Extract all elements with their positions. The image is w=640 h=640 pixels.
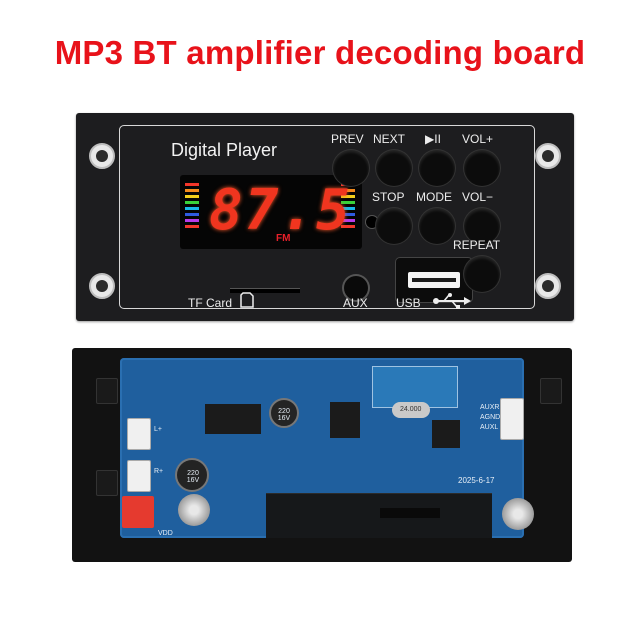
display-backing — [266, 493, 492, 538]
vol-down-label: VOL− — [462, 190, 494, 204]
date-code: 2025-6-17 — [458, 476, 495, 485]
repeat-label: REPEAT — [453, 238, 501, 252]
vol-up-label: VOL+ — [462, 132, 494, 146]
repeat-button[interactable] — [464, 256, 500, 292]
rear-clip-bottom — [96, 470, 118, 496]
right-speaker-connector[interactable] — [127, 460, 151, 492]
vol-up-button[interactable] — [464, 150, 500, 186]
decoder-chip — [432, 420, 460, 448]
power-connector[interactable] — [122, 496, 154, 528]
vdd-label: VDD — [158, 530, 173, 537]
prev-button[interactable] — [333, 150, 369, 186]
sd-card-icon — [240, 292, 254, 308]
crystal-oscillator: 24.000 — [392, 402, 430, 418]
capacitor-left: 220 16V — [175, 458, 209, 492]
mode-button[interactable] — [419, 208, 455, 244]
pin-label-auxl: AUXL — [480, 424, 499, 431]
aux-input-connector[interactable] — [500, 398, 524, 440]
right-channel-label: R+ — [154, 468, 164, 475]
left-speaker-connector[interactable] — [127, 418, 151, 450]
play-pause-button[interactable] — [419, 150, 455, 186]
usb-label: USB — [396, 296, 421, 310]
mount-hole-bottom-left — [89, 273, 115, 299]
rear-clip-right — [540, 378, 562, 404]
tf-card-label: TF Card — [188, 296, 233, 310]
screw-left — [178, 494, 210, 526]
front-panel: Digital Player 8 — [76, 113, 574, 321]
screw-right — [502, 498, 534, 530]
usb-port[interactable] — [396, 258, 472, 302]
amplifier-chip — [205, 404, 261, 434]
usb-icon — [433, 293, 471, 309]
left-channel-label: L+ — [154, 426, 162, 433]
prev-label: PREV — [331, 132, 364, 146]
mount-hole-top-left — [89, 143, 115, 169]
brand-label: Digital Player — [171, 140, 278, 160]
tf-card-slot[interactable] — [230, 288, 300, 293]
pin-label-auxr: AUXR — [480, 404, 500, 411]
frequency-readout: 87.5 — [209, 178, 352, 243]
ribbon-connector — [380, 508, 440, 518]
product-title: MP3 BT amplifier decoding board — [54, 34, 586, 71]
vol-down-button[interactable] — [464, 208, 500, 244]
next-button[interactable] — [376, 150, 412, 186]
next-label: NEXT — [373, 132, 406, 146]
stop-button[interactable] — [376, 208, 412, 244]
led-display: 87.5 FM — [180, 175, 362, 249]
capacitor-right: 220 16V — [269, 398, 299, 428]
rear-clip-top — [96, 378, 118, 404]
mount-hole-bottom-right — [535, 273, 561, 299]
aux-jack[interactable] — [344, 276, 368, 300]
voltage-regulator — [330, 402, 360, 438]
panel-frame: Digital Player 8 — [119, 125, 535, 310]
band-indicator: FM — [276, 233, 291, 244]
ir-receiver — [366, 216, 378, 228]
bluetooth-module — [372, 366, 458, 408]
play-pause-label: ▶II — [425, 132, 441, 146]
mode-label: MODE — [416, 190, 452, 204]
aux-label: AUX — [343, 296, 368, 310]
pin-label-agnd: AGND — [480, 414, 501, 421]
mount-hole-top-right — [535, 143, 561, 169]
stop-label: STOP — [372, 190, 405, 204]
